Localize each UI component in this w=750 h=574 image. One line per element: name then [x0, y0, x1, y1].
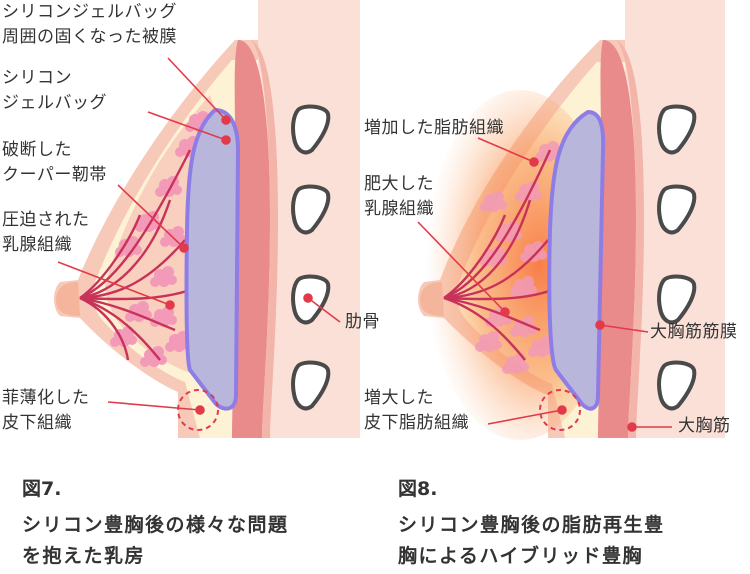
- muscle-fascia-2: [615, 40, 644, 438]
- label-fascia: 大胸筋筋膜: [650, 322, 738, 342]
- muscle-fascia: [250, 40, 278, 438]
- breast-diagrams: [54, 0, 725, 440]
- figure7-caption: シリコン豊胸後の様々な問題 を抱えた乳房: [22, 514, 289, 567]
- nipple-2: [420, 282, 444, 316]
- subcut-highlight-2: [539, 389, 581, 431]
- label-capsule: シリコンジェルバッグ 周囲の固くなった被膜: [2, 2, 177, 47]
- figure7-number: 図7.: [22, 478, 62, 500]
- label-subcut-thin: 菲薄化した 皮下組織: [2, 388, 90, 433]
- figure8-number: 図8.: [398, 478, 438, 500]
- figure7-diagram: [54, 0, 360, 438]
- label-cooper: 破断した クーパー靭帯: [2, 140, 107, 185]
- subcut-highlight: [177, 389, 219, 431]
- pectoral-muscle: [232, 40, 270, 438]
- figure8-caption: シリコン豊胸後の脂肪再生豊 胸によるハイブリッド豊胸: [398, 514, 665, 567]
- label-fat-increased: 増加した脂肪組織: [364, 118, 504, 138]
- label-gland-compressed: 圧迫された 乳腺組織: [2, 210, 90, 255]
- pectoral-muscle-2: [598, 40, 636, 438]
- label-rib: 肋骨: [345, 312, 380, 332]
- implant-2: [547, 109, 606, 411]
- label-gland-enlarged: 肥大した 乳腺組織: [364, 174, 434, 219]
- figure8-diagram: [303, 0, 725, 440]
- ducts: [79, 149, 192, 361]
- label-implant: シリコン ジェルバッグ: [2, 68, 107, 113]
- figure8-leaders: [303, 137, 672, 432]
- label-muscle: 大胸筋: [678, 416, 731, 436]
- implant: [184, 107, 241, 411]
- ducts-2: [443, 149, 553, 361]
- figure7-leaders: [57, 57, 231, 415]
- label-subcut-increased: 増大した 皮下脂肪組織: [364, 388, 469, 433]
- nipple: [56, 282, 80, 316]
